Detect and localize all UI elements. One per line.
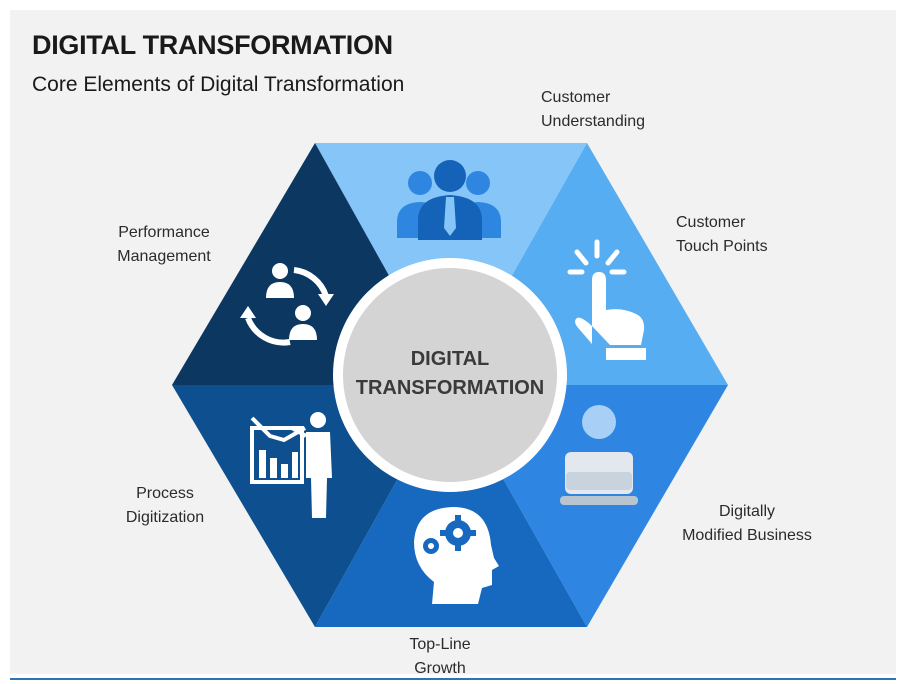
label-customer-understanding: Customer Understanding <box>541 86 645 134</box>
label-process-digitization: Process Digitization <box>100 482 230 530</box>
segment-top-line-growth <box>315 385 587 627</box>
label-line: Performance <box>118 224 210 241</box>
label-line: Customer <box>676 214 746 231</box>
label-line: Modified Business <box>682 527 812 544</box>
label-line: Customer <box>541 89 611 106</box>
label-customer-touch-points: Customer Touch Points <box>676 211 768 259</box>
label-line: Process <box>136 485 194 502</box>
label-top-line-growth: Top-Line Growth <box>395 633 485 681</box>
center-title-line1: DIGITAL <box>410 348 490 370</box>
label-line: Growth <box>414 660 466 677</box>
label-line: Top-Line <box>409 636 471 653</box>
label-digitally-modified-business: Digitally Modified Business <box>672 500 822 548</box>
label-performance-management: Performance Management <box>104 221 224 269</box>
center-title: DIGITAL TRANSFORMATION <box>330 345 570 403</box>
center-circle-inner <box>343 268 557 482</box>
label-line: Touch Points <box>676 238 768 255</box>
page-subtitle: Core Elements of Digital Transformation <box>32 73 405 96</box>
touch-tap-icon <box>567 239 646 360</box>
user-cycle-icon <box>240 263 334 346</box>
label-line: Digitally <box>718 503 775 520</box>
chart-presenter-icon <box>250 412 332 518</box>
head-gears-icon <box>414 507 499 604</box>
label-line: Understanding <box>541 113 646 130</box>
bottom-divider <box>10 678 896 680</box>
label-line: Digitization <box>125 509 205 526</box>
center-title-line2: TRANSFORMATION <box>355 377 545 399</box>
people-group-icon <box>397 160 501 240</box>
label-line: Management <box>117 248 211 265</box>
laptop-user-icon <box>560 405 638 505</box>
page-title: DIGITAL TRANSFORMATION <box>32 30 393 60</box>
